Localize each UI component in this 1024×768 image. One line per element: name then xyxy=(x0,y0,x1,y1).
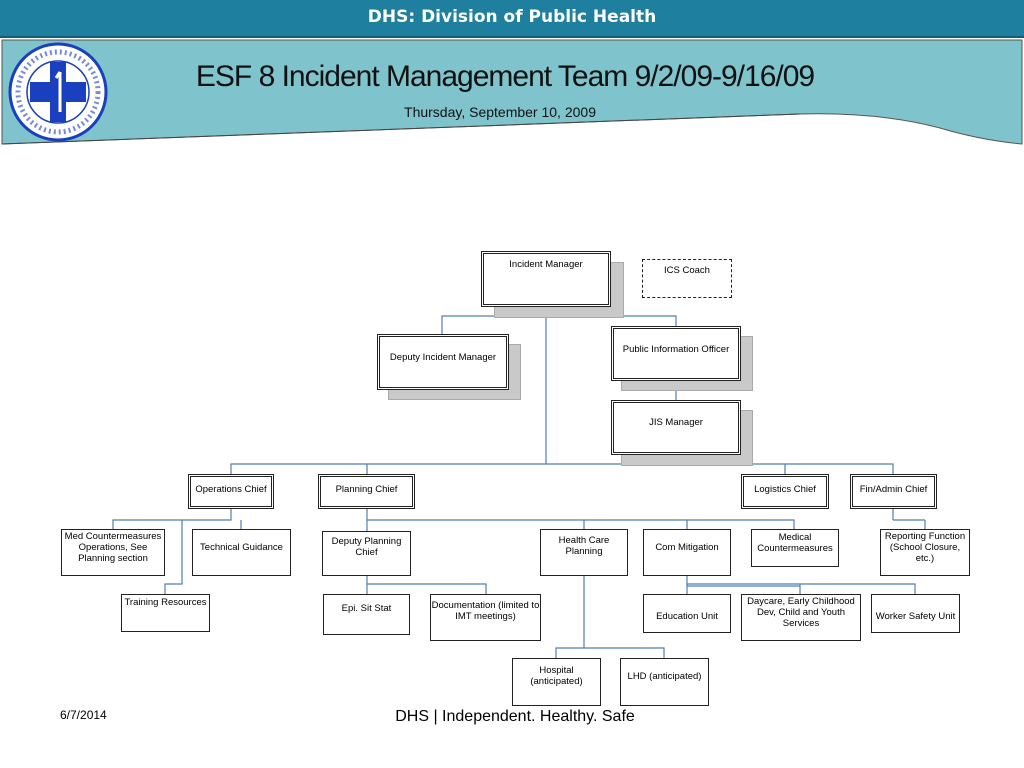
education-unit-label: Education Unit xyxy=(656,611,718,622)
lhd-label: LHD (anticipated) xyxy=(627,671,702,682)
training-resources-label: Training Resources xyxy=(124,597,207,608)
lhd-box: LHD (anticipated) xyxy=(620,658,709,706)
epi-sit-stat-box: Epi. Sit Stat xyxy=(323,594,410,635)
logistics-chief-box: Logistics Chief xyxy=(741,474,829,509)
deputy-incident-manager-label: Deputy Incident Manager xyxy=(389,352,497,363)
jis-manager-box: JIS Manager xyxy=(611,400,741,455)
documentation-label: Documentation (limited to IMT meetings) xyxy=(431,600,540,622)
operations-chief-box: Operations Chief xyxy=(188,474,274,509)
technical-guidance-box: Technical Guidance xyxy=(192,529,291,576)
fin-admin-chief-label: Fin/Admin Chief xyxy=(859,484,928,495)
worker-safety-unit-box: Worker Safety Unit xyxy=(871,594,960,633)
page-title: ESF 8 Incident Management Team 9/2/09-9/… xyxy=(195,60,815,93)
footer-date: 6/7/2014 xyxy=(60,708,107,722)
incident-manager-label: Incident Manager xyxy=(509,259,583,270)
header-band xyxy=(1,39,1023,145)
ics-coach-label: ICS Coach xyxy=(664,265,710,276)
operations-chief-label: Operations Chief xyxy=(195,484,267,495)
com-mitigation-box: Com Mitigation xyxy=(643,529,731,576)
med-countermeasures-box: Med Countermeasures Operations, See Plan… xyxy=(61,529,165,576)
ics-coach-box: ICS Coach xyxy=(642,259,732,298)
footer-tagline: DHS | Independent. Healthy. Safe xyxy=(395,708,635,725)
oregon-public-health-logo xyxy=(8,42,108,142)
com-mitigation-label: Com Mitigation xyxy=(655,542,719,553)
med-countermeasures-label: Med Countermeasures Operations, See Plan… xyxy=(64,531,162,564)
health-care-planning-box: Health Care Planning xyxy=(540,529,628,576)
deputy-incident-manager-box: Deputy Incident Manager xyxy=(377,334,509,390)
planning-chief-label: Planning Chief xyxy=(335,484,398,495)
deputy-planning-chief-label: Deputy Planning Chief xyxy=(331,536,402,558)
public-information-officer-box: Public Information Officer xyxy=(611,326,741,381)
public-information-officer-label: Public Information Officer xyxy=(622,344,730,355)
hospital-box: Hospital (anticipated) xyxy=(512,658,601,706)
medical-countermeasures-label: Medical Countermeasures xyxy=(757,532,833,554)
technical-guidance-label: Technical Guidance xyxy=(200,542,283,553)
epi-sit-stat-label: Epi. Sit Stat xyxy=(341,603,392,614)
deputy-planning-chief-box: Deputy Planning Chief xyxy=(322,531,411,576)
education-unit-box: Education Unit xyxy=(643,594,731,633)
jis-manager-label: JIS Manager xyxy=(649,417,703,428)
hospital-label: Hospital (anticipated) xyxy=(530,665,583,687)
fin-admin-chief-box: Fin/Admin Chief xyxy=(850,474,937,509)
worker-safety-unit-label: Worker Safety Unit xyxy=(875,611,956,622)
training-resources-box: Training Resources xyxy=(121,594,210,632)
documentation-box: Documentation (limited to IMT meetings) xyxy=(430,594,541,641)
daycare-box: Daycare, Early Childhood Dev, Child and … xyxy=(741,594,861,641)
incident-manager-box: Incident Manager xyxy=(481,251,611,307)
reporting-function-box: Reporting Function (School Closure, etc.… xyxy=(880,529,970,576)
top-banner: DHS: Division of Public Health xyxy=(0,0,1024,38)
planning-chief-box: Planning Chief xyxy=(318,474,415,509)
medical-countermeasures-box: Medical Countermeasures xyxy=(751,529,839,567)
logistics-chief-label: Logistics Chief xyxy=(754,484,816,495)
banner-title: DHS: Division of Public Health xyxy=(367,7,657,27)
daycare-label: Daycare, Early Childhood Dev, Child and … xyxy=(747,596,855,629)
health-care-planning-label: Health Care Planning xyxy=(558,535,610,557)
reporting-function-label: Reporting Function (School Closure, etc.… xyxy=(884,531,966,564)
page-subtitle: Thursday, September 10, 2009 xyxy=(404,104,596,120)
